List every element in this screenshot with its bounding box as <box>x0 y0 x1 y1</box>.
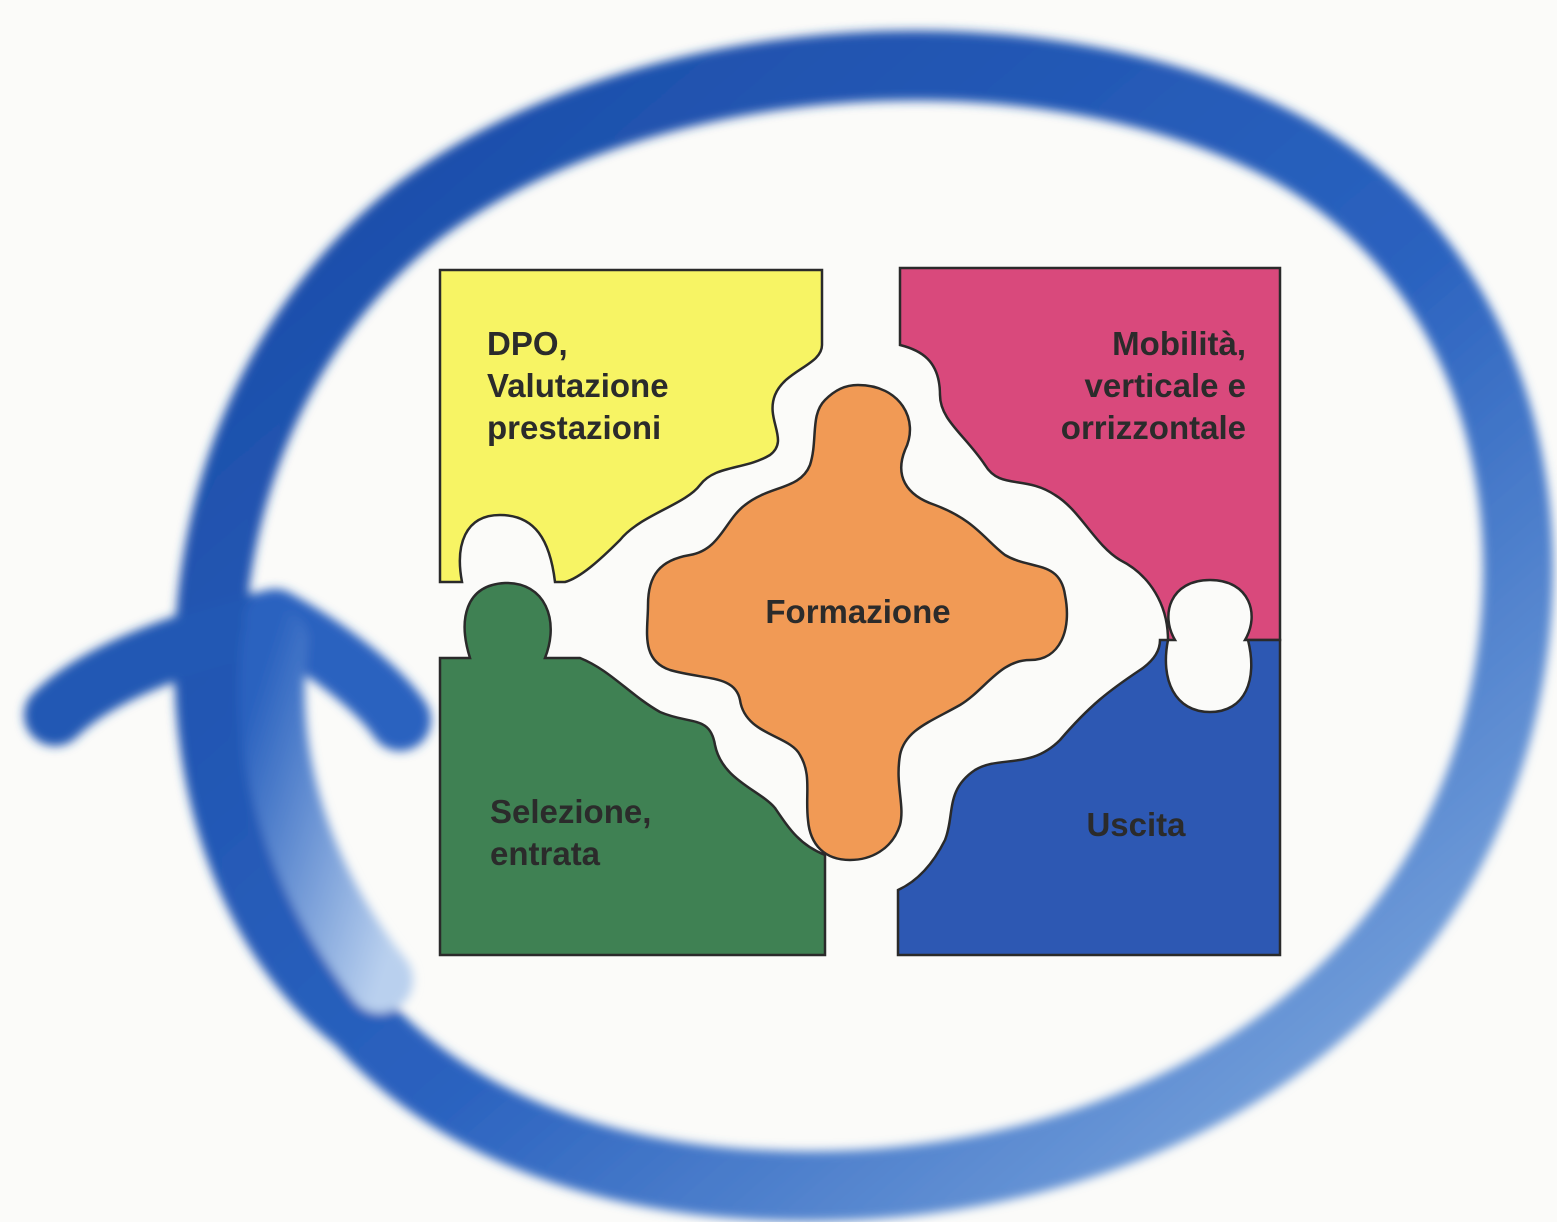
label-center: Formazione <box>765 593 950 630</box>
piece-top-right <box>898 266 1282 642</box>
top-left-label-line: Valutazione <box>487 367 669 404</box>
top-right-label-line: orrizzontale <box>1061 409 1246 446</box>
label-top-right: Mobilità, verticale e orrizzontale <box>1061 325 1246 446</box>
piece-bottom-right <box>896 638 1282 957</box>
bottom-left-label-line: Selezione, <box>490 793 651 830</box>
label-bottom-right: Uscita <box>1086 806 1186 843</box>
bottom-right-label-line: Uscita <box>1086 806 1186 843</box>
piece-center <box>645 383 1069 862</box>
top-left-label-line: prestazioni <box>487 409 661 446</box>
label-bottom-left: Selezione, entrata <box>490 793 651 872</box>
top-left-label-line: DPO, <box>487 325 568 362</box>
piece-top-left <box>438 268 824 584</box>
label-top-left: DPO, Valutazione prestazioni <box>487 325 669 446</box>
circular-arrow-icon <box>24 30 1554 1222</box>
center-label-line: Formazione <box>765 593 950 630</box>
top-right-label-line: Mobilità, <box>1112 325 1246 362</box>
piece-bottom-left <box>438 581 827 957</box>
top-right-label-line: verticale e <box>1085 367 1246 404</box>
bottom-left-label-line: entrata <box>490 835 601 872</box>
